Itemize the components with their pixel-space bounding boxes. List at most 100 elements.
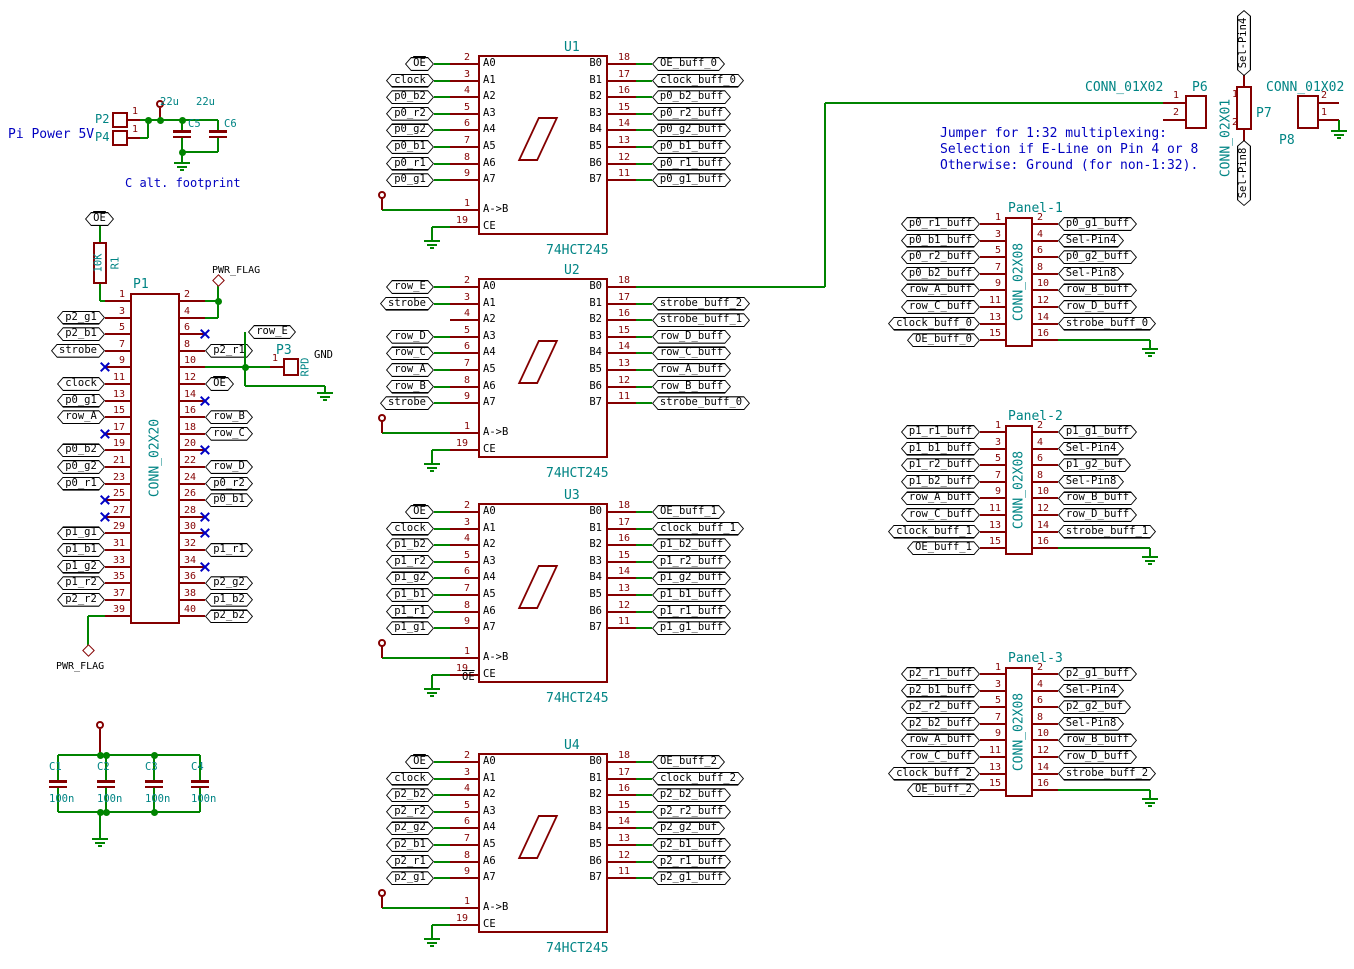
capacitor-plate [97,780,115,783]
wire [636,761,652,763]
pin-number: 31 [103,537,125,550]
wire [636,778,652,780]
net-label-text: clock [57,377,105,391]
wire [636,163,652,165]
pin-name: CE [483,220,496,233]
net-label-text: clock_buff_2 [888,767,980,781]
pin-name: A3 [483,107,496,120]
ground-symbol [430,247,434,249]
pin-number: 5 [448,799,470,812]
wire [434,352,450,354]
net-label-text: row_C_buff [901,750,980,764]
wire [636,369,652,371]
net-label: p0_r1 [386,157,434,171]
connector-reference: P7 [1256,106,1272,121]
net-label-text: row_C [386,346,434,360]
wire [636,511,652,513]
net-label-text: p0_r2_buff [652,107,731,121]
wire [381,896,383,908]
ground-symbol [1148,805,1152,807]
net-label: p0_b1 [205,493,253,507]
resistor-value: 10K [93,254,106,273]
pin-name: B1 [572,297,602,310]
ground-symbol [1148,355,1152,357]
net-label-text: p2_g2_buf [652,821,725,835]
pin-name: B5 [572,588,602,601]
capacitor-reference: C4 [191,761,204,774]
net-label-text: p1_g2 [57,560,105,574]
wire [382,209,450,211]
pin-number: 2 [1321,89,1333,102]
net-label-text: p2_b2 [205,609,253,623]
net-label-text: p2_r1_buff [901,667,980,681]
ic-value: 74HCT245 [546,691,609,706]
pin-name: B3 [572,330,602,343]
wire [636,877,652,879]
pin-name: A0 [483,280,496,293]
pin-number: 2 [448,749,470,762]
pin-number: 8 [448,151,470,164]
net-label: OE [205,377,234,391]
wire [87,616,89,646]
pin-number: 11 [979,502,1001,515]
wire [825,102,1163,104]
net-label: p0_r2 [386,107,434,121]
capacitor-value: 100n [49,793,74,806]
net-label-text: row_A_buff [901,733,980,747]
wire [434,528,450,530]
net-label: row_A [57,410,105,424]
pin-name: B6 [572,855,602,868]
net-label: p0_g1_buff [1058,217,1137,231]
net-label-text: p0_g1_buff [652,173,731,187]
net-label: p0_g2 [57,460,105,474]
wire [636,627,652,629]
net-label-text: p0_b1 [205,493,253,507]
net-label-text: p1_b2 [205,593,253,607]
pin-name: B0 [572,755,602,768]
pin-number: 14 [1037,311,1059,324]
ground-symbol [424,240,440,242]
net-label: p0_r1_buff [901,217,980,231]
wire [217,138,219,152]
pin [270,366,283,368]
net-label-text: p1_b1_buff [652,588,731,602]
wire [244,367,246,386]
pin-number: 1 [448,645,470,658]
pin-name: A4 [483,123,496,136]
pin-number: 8 [1037,261,1059,274]
pin-number: 35 [103,570,125,583]
wire [431,925,433,938]
net-label: p2_r2_buff [652,805,731,819]
net-label-text: row_D_buff [1058,750,1137,764]
net-label-text: Sel-Pin4 [1058,234,1124,248]
junction-dot [151,809,158,816]
net-label-text: p0_g2 [386,123,434,137]
pin-name: B5 [572,363,602,376]
wire [434,844,450,846]
net-label: p1_b2 [386,538,434,552]
wire [434,179,450,181]
net-label: row_B_buff [1058,491,1137,505]
net-label-text: strobe [51,344,105,358]
net-label-text: p1_b1 [386,588,434,602]
wire [217,120,219,130]
wire [434,113,450,115]
net-label-text: Sel-Pin8 [1058,717,1124,731]
pin-number: 7 [448,134,470,147]
pin-number: 3 [448,68,470,81]
pin-name: A1 [483,74,496,87]
wire [636,286,825,288]
net-label: p1_b2_buff [652,538,731,552]
pin-name: B7 [572,621,602,634]
wire [434,611,450,613]
pin-number: 5 [979,244,1001,257]
connector-value: CONN_02X01 [1219,99,1234,177]
wire [636,402,652,404]
net-label-text: strobe_buff_2 [1058,767,1156,781]
net-label: p1_b1_buff [652,588,731,602]
junction-dot [157,117,164,124]
pin-name: B7 [572,173,602,186]
net-label: row_C [386,346,434,360]
net-label-text: p2_b1 [57,327,105,341]
pin-number: 40 [184,603,206,616]
